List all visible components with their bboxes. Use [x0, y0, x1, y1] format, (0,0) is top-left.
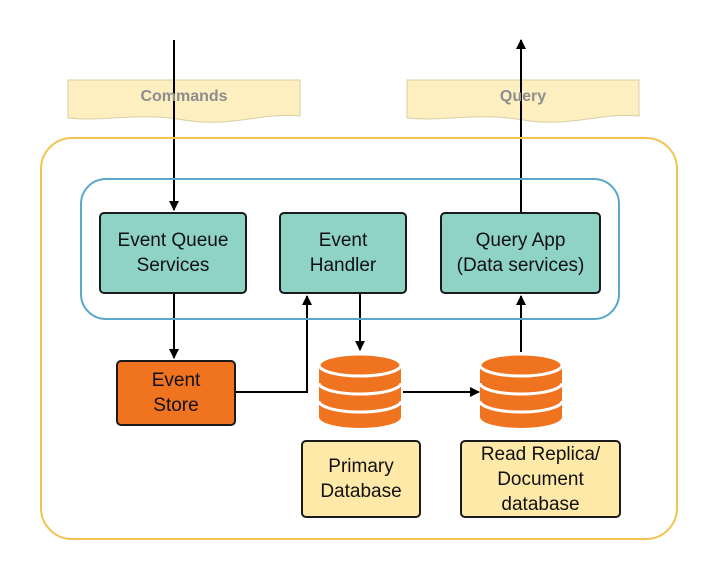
read-replica-database-icon	[478, 352, 564, 428]
commands-banner	[67, 79, 301, 123]
primary-database-icon	[317, 352, 403, 428]
read-replica-label: Read Replica/ Document database	[460, 440, 621, 518]
query-app-box: Query App (Data services)	[440, 212, 601, 294]
store-to-handler-arrow	[236, 295, 312, 393]
primary-database-label: Primary Database	[301, 440, 421, 518]
query-banner	[406, 79, 640, 123]
services-group	[80, 178, 620, 320]
commands-label: Commands	[140, 88, 228, 105]
system-boundary	[40, 137, 678, 540]
event-handler-box: Event Handler	[279, 212, 407, 294]
event-store-box: Event Store	[116, 360, 236, 426]
event-queue-services-box: Event Queue Services	[99, 212, 247, 294]
query-label: Query	[499, 88, 547, 105]
